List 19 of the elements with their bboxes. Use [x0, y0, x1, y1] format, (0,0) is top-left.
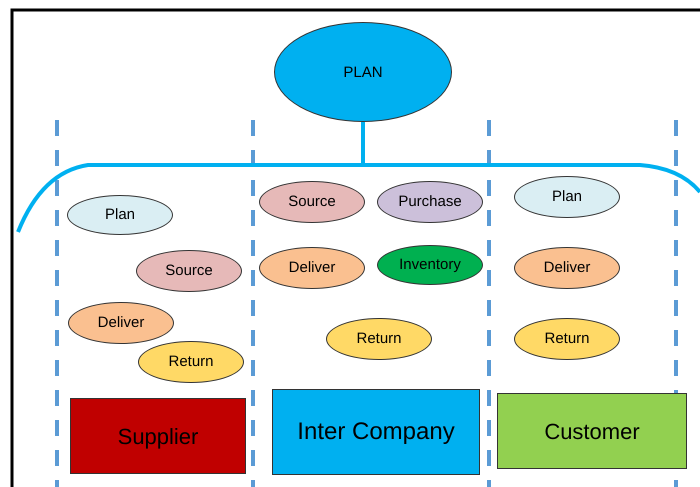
entity-box: [272, 389, 480, 475]
node-label: Plan: [552, 186, 582, 207]
entity-box: [497, 393, 687, 469]
node-label: Deliver: [288, 258, 336, 278]
node-label: Source: [288, 192, 336, 212]
node-label: Return: [356, 328, 402, 349]
node-label: Plan: [104, 204, 136, 225]
node-label: Source: [165, 260, 213, 281]
node-label: PLAN: [343, 62, 383, 82]
node-label: Supplier: [118, 422, 198, 451]
node-label: Inventory: [399, 254, 461, 275]
node-label: Customer: [544, 418, 640, 446]
node-label: Purchase: [398, 192, 462, 212]
node-label: Return: [544, 328, 590, 349]
entity-box: [70, 398, 246, 474]
node-label: Deliver: [544, 258, 590, 278]
node-label: Inter Company: [297, 417, 455, 447]
node-label: Deliver: [98, 312, 144, 333]
node-label: Return: [168, 352, 214, 372]
